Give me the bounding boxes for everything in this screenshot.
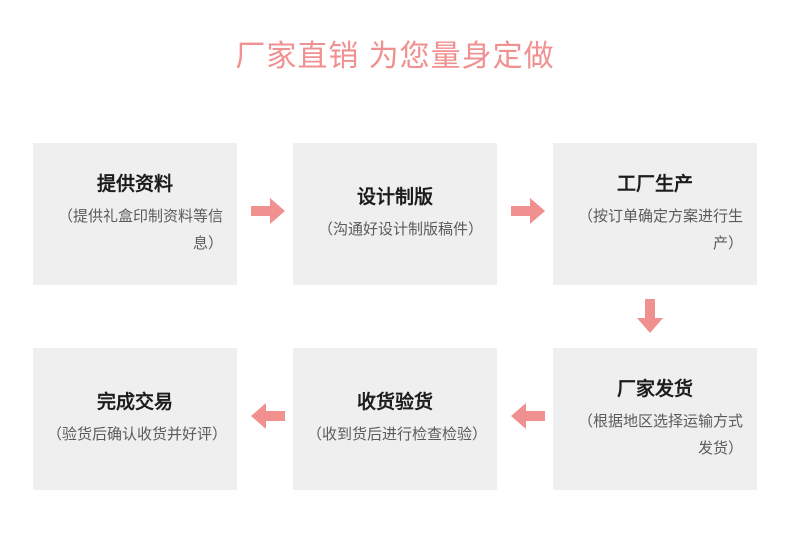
step-6-description: （验货后确认收货并好评）: [47, 426, 228, 443]
step-4-title: 厂家发货: [616, 378, 693, 400]
step-2-title: 设计制版: [356, 187, 433, 208]
step-1-title: 提供资料: [96, 173, 173, 195]
step-5-title: 收货验货: [356, 392, 433, 413]
step-box-3: 工厂生产 （按订单确定方案进行生产）: [553, 143, 757, 285]
step-5-description: （收到货后进行检查检验）: [307, 426, 488, 443]
arrow-left-icon: [251, 403, 285, 429]
step-6-title: 完成交易: [96, 392, 173, 413]
step-box-2: 设计制版 （沟通好设计制版稿件）: [293, 143, 497, 285]
step-3-title: 工厂生产: [616, 173, 693, 195]
step-2-description: （沟通好设计制版稿件）: [317, 221, 483, 238]
arrow-right-icon: [251, 198, 285, 224]
step-box-1: 提供资料 （提供礼盒印制资料等信息）: [33, 143, 237, 285]
step-box-4: 厂家发货 （根据地区选择运输方式发货）: [553, 348, 757, 490]
page-title: 厂家直销 为您量身定做: [235, 40, 555, 73]
step-box-6: 完成交易 （验货后确认收货并好评）: [33, 348, 237, 490]
step-4-description: （根据地区选择运输方式发货）: [577, 412, 743, 457]
arrow-right-icon: [511, 198, 545, 224]
step-1-description: （提供礼盒印制资料等信息）: [57, 207, 223, 252]
arrow-down-icon: [637, 299, 663, 333]
step-3-description: （按订单确定方案进行生产）: [577, 207, 743, 252]
arrow-left-icon: [511, 403, 545, 429]
step-box-5: 收货验货 （收到货后进行检查检验）: [293, 348, 497, 490]
